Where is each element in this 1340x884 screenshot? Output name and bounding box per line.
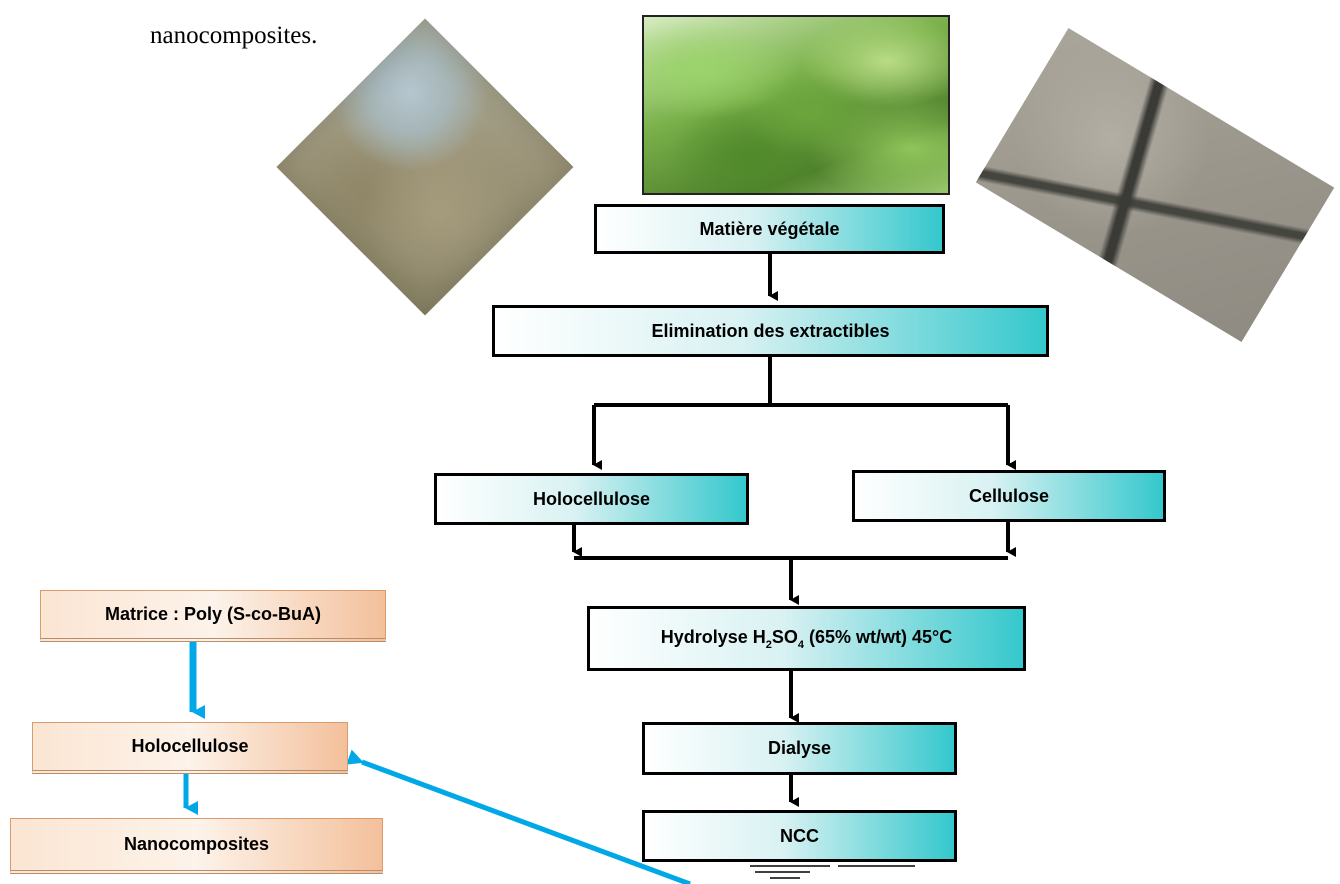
label-dialyse: Dialyse [767, 738, 832, 758]
box-nanocomposites: Nanocomposites [10, 818, 383, 874]
label-matrice: Matrice : Poly (S-co-BuA) [104, 604, 322, 624]
blue-arrow-ncc-holo [346, 749, 691, 884]
box-ncc: NCC [642, 810, 957, 862]
label-elimination: Elimination des extractibles [651, 320, 890, 341]
label-nanocomposites: Nanocomposites [123, 834, 270, 854]
box-matiere-vegetale: Matière végétale [594, 204, 945, 254]
box-elimination-extractibles: Elimination des extractibles [492, 305, 1049, 357]
label-side-holocellulose: Holocellulose [131, 736, 249, 756]
box-cellulose: Cellulose [852, 470, 1166, 522]
label-cellulose: Cellulose [968, 485, 1050, 506]
box-side-holocellulose: Holocellulose [32, 722, 348, 774]
box-hydrolyse: Hydrolyse H2SO4 (65% wt/wt) 45°C [587, 606, 1026, 671]
label-holocellulose: Holocellulose [532, 488, 651, 509]
box-dialyse: Dialyse [642, 722, 957, 775]
label-hydrolyse: Hydrolyse H2SO4 (65% wt/wt) 45°C [660, 626, 953, 651]
label-ncc: NCC [780, 825, 819, 846]
label-matiere-vegetale: Matière végétale [699, 218, 840, 239]
intro-text: nanocomposites. [150, 22, 318, 49]
grapevine-photo [642, 15, 950, 195]
box-matrice: Matrice : Poly (S-co-BuA) [40, 590, 386, 642]
box-holocellulose: Holocellulose [434, 473, 749, 525]
